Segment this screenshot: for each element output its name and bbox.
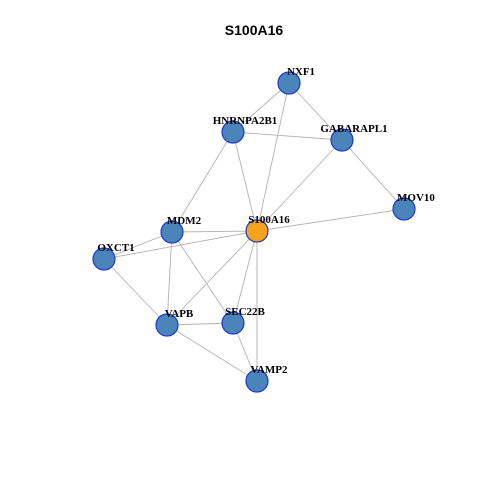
- edge-s100a16-sec22b: [232, 230, 258, 324]
- node-label-vamp2: VAMP2: [250, 364, 288, 376]
- node-label-sec22b: SEC22B: [225, 306, 265, 318]
- edge-nxf1-hnrnpa2b1: [232, 82, 290, 133]
- node-vamp2[interactable]: [245, 369, 269, 393]
- node-label-hnrnpa2b1: HNRNPA2B1: [213, 115, 278, 127]
- edge-nxf1-gabarapl1: [288, 82, 343, 141]
- edge-s100a16-mdm2: [171, 230, 258, 233]
- edge-oxct1-vapb: [103, 258, 168, 326]
- node-mov10[interactable]: [392, 197, 416, 221]
- node-label-mdm2: MDM2: [167, 215, 202, 227]
- node-nxf1[interactable]: [277, 71, 301, 95]
- node-hnrnpa2b1[interactable]: [221, 120, 245, 144]
- node-label-oxct1: OXCT1: [97, 242, 134, 254]
- node-gabarapl1[interactable]: [330, 128, 354, 152]
- edge-mdm2-vapb: [166, 231, 173, 326]
- edge-gabarapl1-s100a16: [256, 139, 343, 232]
- node-s100a16[interactable]: [245, 219, 269, 243]
- node-label-mov10: MOV10: [397, 192, 435, 204]
- edge-gabarapl1-mov10: [341, 139, 405, 210]
- edge-mdm2-oxct1: [103, 231, 173, 260]
- node-layer: [92, 71, 416, 393]
- node-label-vapb: VAPB: [165, 308, 194, 320]
- node-label-gabarapl1: GABARAPL1: [320, 123, 387, 135]
- edge-layer: [103, 82, 405, 382]
- edge-nxf1-s100a16: [256, 82, 290, 232]
- edge-mdm2-sec22b: [171, 231, 234, 324]
- node-sec22b[interactable]: [221, 311, 245, 335]
- node-label-s100a16: S100A16: [248, 214, 290, 226]
- edge-hnrnpa2b1-mdm2: [171, 131, 234, 233]
- edge-s100a16-vapb: [166, 230, 258, 326]
- node-vapb[interactable]: [155, 313, 179, 337]
- edge-hnrnpa2b1-gabarapl1: [232, 131, 343, 141]
- node-label-nxf1: NXF1: [287, 66, 315, 78]
- edge-vapb-vamp2: [166, 324, 258, 382]
- edge-hnrnpa2b1-s100a16: [232, 131, 258, 232]
- edge-mov10-s100a16: [256, 208, 405, 232]
- node-mdm2[interactable]: [160, 220, 184, 244]
- diagram-title: S100A16: [225, 22, 284, 38]
- node-oxct1[interactable]: [92, 247, 116, 271]
